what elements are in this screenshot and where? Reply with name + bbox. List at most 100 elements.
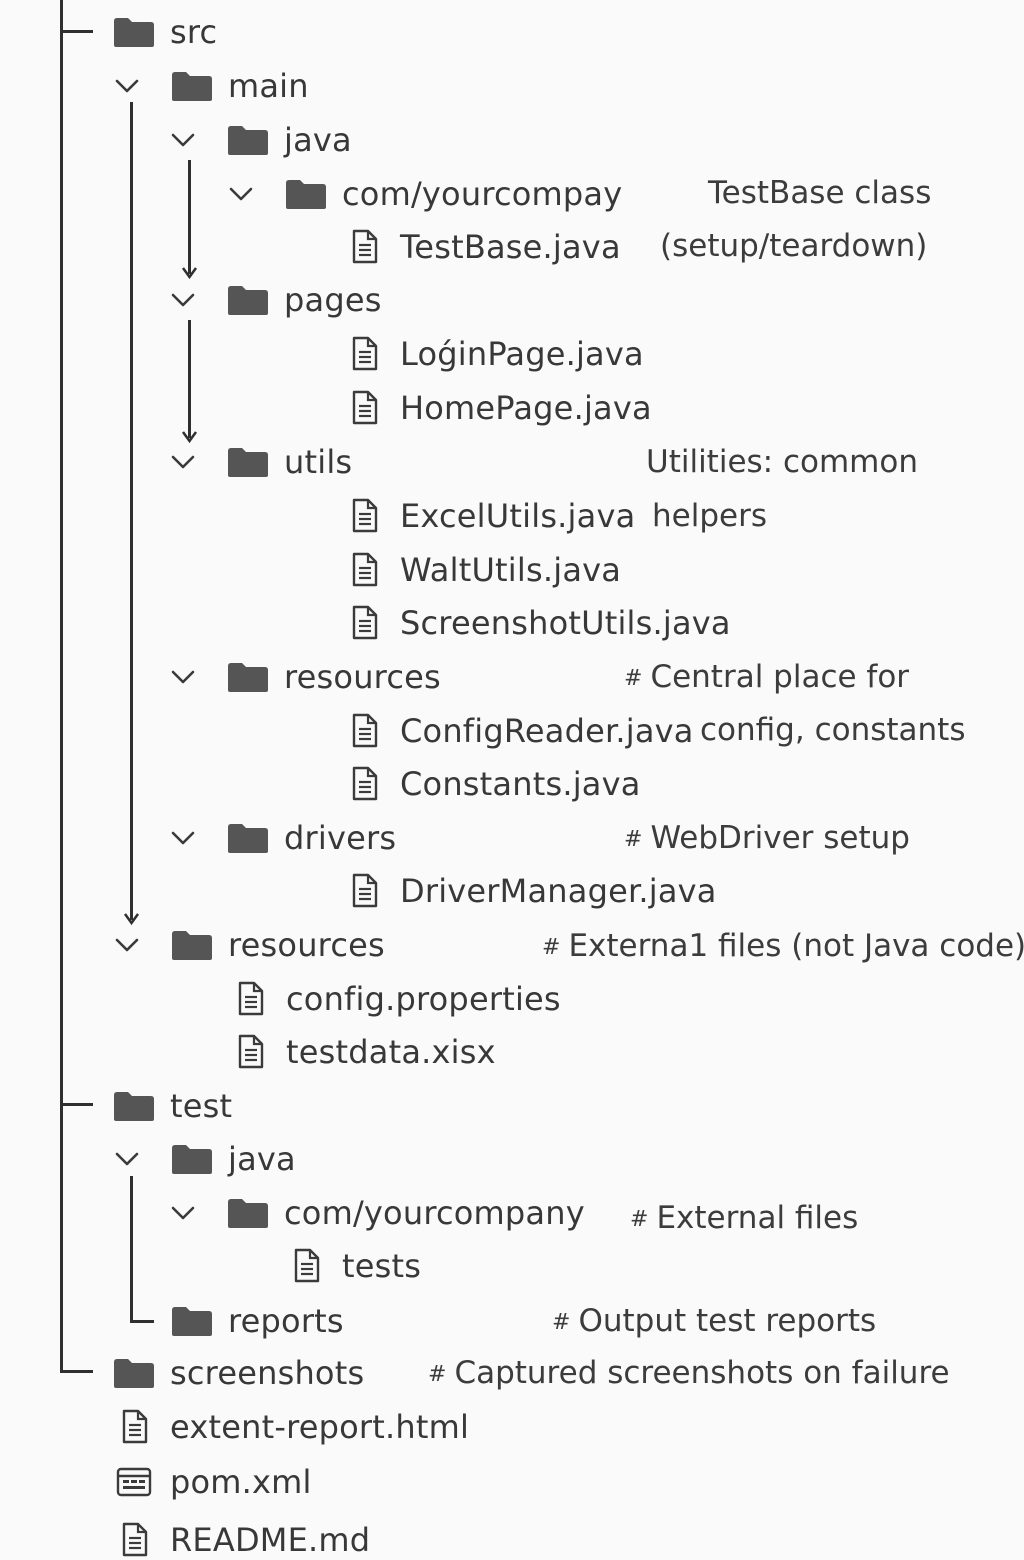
tree-item-constants-java[interactable]: Constants.java [342, 764, 641, 804]
tree-item-label: resources [228, 926, 385, 964]
tree-connector [60, 30, 93, 33]
tree-item-com-yourcompany[interactable]: com/yourcompany [226, 1193, 585, 1233]
annotation-note: (setup/teardown) [660, 226, 927, 266]
file-icon [342, 336, 386, 371]
folder-icon [112, 1356, 156, 1390]
tree-item-src[interactable]: src [112, 12, 217, 52]
tree-item-config-properties[interactable]: config.properties [228, 979, 561, 1019]
tree-item-test[interactable]: test [112, 1086, 232, 1126]
tree-item-label: WaltUtils.java [400, 551, 622, 589]
tree-item-java[interactable]: java [226, 120, 352, 160]
tree-item-label: tests [342, 1247, 422, 1285]
tree-item-lo-inpage-java[interactable]: LoǵinPage.java [342, 334, 644, 374]
tree-item-utils[interactable]: utils [226, 442, 352, 482]
tree-item-pom-xml[interactable]: pom.xml [112, 1462, 312, 1502]
annotation-note: config, constants [700, 710, 965, 750]
tree-item-tests[interactable]: tests [284, 1246, 421, 1286]
arrowhead-icon [181, 267, 198, 280]
folder-icon [226, 283, 270, 317]
folder-icon [112, 1089, 156, 1123]
xml-file-icon [112, 1465, 156, 1499]
tree-item-label: java [284, 121, 352, 159]
tree-item-label: pages [284, 281, 382, 319]
hash-mark: # [428, 1362, 447, 1387]
file-icon [228, 1034, 272, 1069]
tree-item-testbase-java[interactable]: TestBase.java [342, 227, 621, 267]
tree-item-readme-md[interactable]: README.md [112, 1520, 370, 1560]
tree-item-label: pom.xml [170, 1463, 312, 1501]
folder-icon [170, 928, 214, 962]
chevron-down-icon[interactable] [112, 930, 142, 960]
tree-item-label: main [228, 67, 309, 105]
tree-item-excelutils-java[interactable]: ExcelUtils.java [342, 496, 635, 536]
tree-item-screenshotutils-java[interactable]: ScreenshotUtils.java [342, 603, 731, 643]
tree-item-homepage-java[interactable]: HomePage.java [342, 388, 652, 428]
tree-item-resources[interactable]: resources [226, 657, 441, 697]
tree-item-com-yourcompay[interactable]: com/yourcompay [284, 174, 622, 214]
arrowhead-icon [123, 913, 140, 926]
annotation-text: Utilities: common [646, 444, 918, 480]
annotation-note: # Captured screenshots on failure [428, 1353, 950, 1393]
annotation-text: Central place for [650, 659, 910, 695]
tree-item-label: HomePage.java [400, 389, 652, 427]
tree-item-configreader-java[interactable]: ConfigReader.java [342, 711, 694, 751]
chevron-down-icon[interactable] [168, 125, 198, 155]
tree-item-testdata-xisx[interactable]: testdata.xisx [228, 1032, 496, 1072]
annotation-note: #WebDriver setup [624, 818, 910, 858]
folder-icon [226, 123, 270, 157]
chevron-down-icon[interactable] [112, 71, 142, 101]
annotation-text: helpers [652, 498, 767, 534]
chevron-down-icon[interactable] [226, 179, 256, 209]
annotation-text: External files [656, 1200, 859, 1236]
file-icon [342, 766, 386, 801]
tree-item-label: Constants.java [400, 765, 641, 803]
chevron-down-icon[interactable] [112, 1144, 142, 1174]
tree-item-label: java [228, 1140, 296, 1178]
tree-item-pages[interactable]: pages [226, 280, 382, 320]
chevron-down-icon[interactable] [168, 823, 198, 853]
tree-item-label: com/yourcompany [284, 1194, 585, 1232]
annotation-note: Utilities: common [646, 442, 918, 482]
folder-icon [226, 445, 270, 479]
tree-item-extent-report-html[interactable]: extent-report.html [112, 1407, 469, 1447]
tree-item-label: config.properties [286, 980, 561, 1018]
tree-item-main[interactable]: main [170, 66, 309, 106]
tree-connector [60, 1370, 93, 1373]
tree-item-drivermanager-java[interactable]: DriverManager.java [342, 871, 717, 911]
folder-icon [226, 660, 270, 694]
chevron-down-icon[interactable] [168, 285, 198, 315]
tree-item-label: test [170, 1087, 233, 1125]
annotation-text: Captured screenshots on failure [454, 1355, 950, 1391]
tree-guide-line [188, 320, 191, 438]
annotation-note: helpers [652, 496, 767, 536]
annotation-text: Externa1 files (not Java code) [568, 928, 1024, 964]
tree-item-drivers[interactable]: drivers [226, 818, 396, 858]
file-icon [342, 552, 386, 587]
file-icon [342, 229, 386, 264]
file-icon [228, 981, 272, 1016]
chevron-down-icon[interactable] [168, 662, 198, 692]
tree-item-label: screenshots [170, 1354, 365, 1392]
chevron-down-icon[interactable] [168, 447, 198, 477]
arrowhead-icon [181, 431, 198, 444]
tree-item-waltutils-java[interactable]: WaltUtils.java [342, 550, 621, 590]
tree-item-resources[interactable]: resources [170, 925, 385, 965]
chevron-down-icon[interactable] [168, 1198, 198, 1228]
folder-icon [284, 177, 328, 211]
tree-item-label: DriverManager.java [400, 872, 717, 910]
tree-item-label: utils [284, 443, 353, 481]
annotation-note: TestBase class [708, 173, 931, 213]
file-icon [112, 1522, 156, 1557]
folder-icon [226, 821, 270, 855]
hash-mark: # [630, 1207, 649, 1232]
hash-mark: # [552, 1310, 571, 1335]
tree-item-label: com/yourcompay [342, 175, 623, 213]
tree-item-label: TestBase.java [400, 228, 621, 266]
tree-item-java[interactable]: java [170, 1139, 296, 1179]
annotation-text: TestBase class [708, 175, 932, 211]
file-icon [112, 1409, 156, 1444]
tree-item-screenshots[interactable]: screenshots [112, 1353, 364, 1393]
annotation-note: #Central place for [624, 657, 909, 697]
tree-item-reports[interactable]: reports [170, 1301, 344, 1341]
tree-item-label: src [170, 13, 218, 51]
